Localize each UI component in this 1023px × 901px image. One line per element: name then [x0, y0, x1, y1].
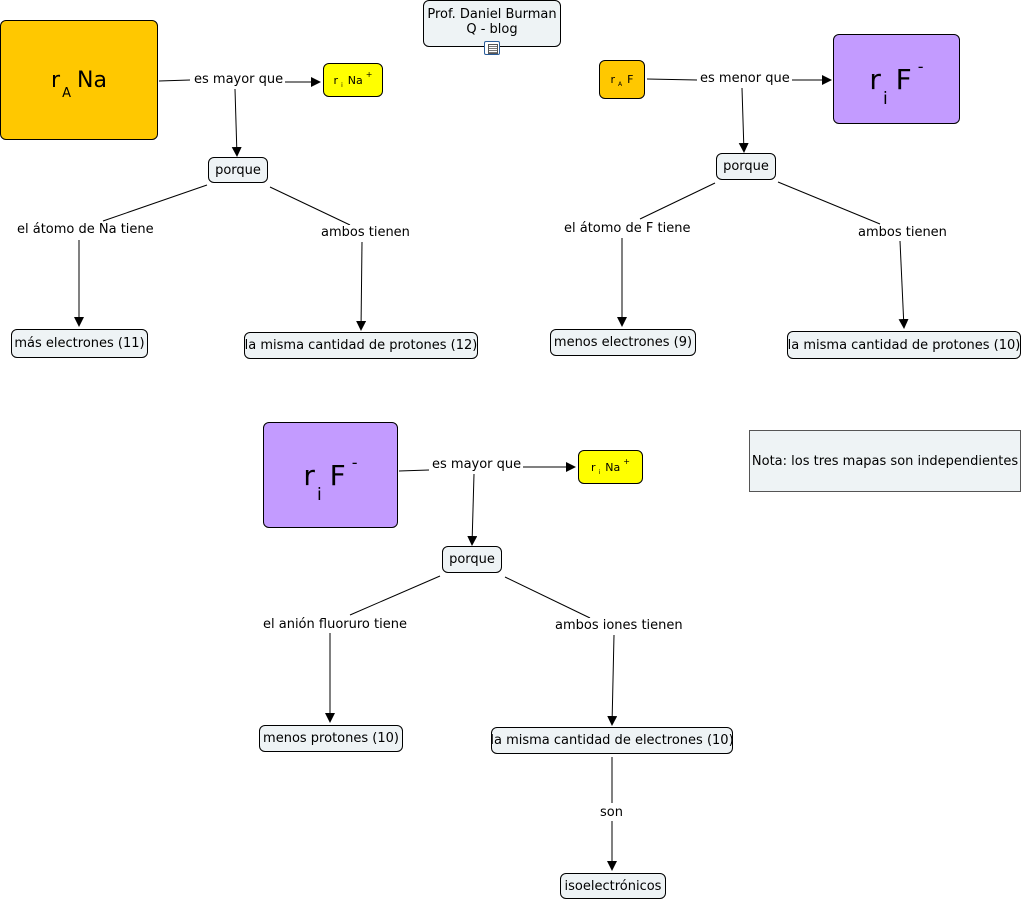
line-m1-porque-right	[269, 186, 351, 226]
leaf-text: la misma cantidad de protones (10)	[787, 337, 1021, 353]
node-misma-protones-12[interactable]: la misma cantidad de protones (12)	[244, 332, 478, 359]
node-porque-2[interactable]: porque	[716, 153, 776, 180]
line-m3-porque-right	[504, 576, 591, 619]
arrow-m1-to-porque	[231, 88, 242, 157]
leaf-text: más electrones (11)	[14, 336, 145, 351]
link-label-compare-2: es menor que	[698, 71, 792, 87]
author-name: Prof. Daniel Burman	[427, 6, 557, 22]
superscript: -	[917, 56, 924, 76]
line-m1-big-to-label	[158, 79, 191, 82]
arrow-m2-right-leaf	[898, 240, 909, 329]
line-m3-porque-left	[349, 575, 441, 616]
node-menos-electrones[interactable]: menos electrones (9)	[550, 329, 696, 356]
symbol-r: r	[869, 62, 881, 96]
element-symbol: F	[895, 62, 912, 96]
node-porque-3[interactable]: porque	[442, 546, 502, 573]
node-mas-electrones[interactable]: más electrones (11)	[11, 329, 148, 358]
subscript: A	[62, 85, 71, 101]
line-m1-porque-left	[102, 184, 208, 222]
node-isoelectronicos[interactable]: isoelectrónicos	[560, 873, 666, 899]
leaf-text: la misma cantidad de protones (12)	[244, 338, 478, 353]
arrow-m2-to-porque	[738, 87, 749, 153]
subscript: i	[316, 484, 322, 505]
line-m2-small-to-label	[646, 78, 698, 81]
subscript: i	[598, 468, 601, 476]
superscript: +	[365, 69, 373, 79]
link-label-compare-1: es mayor que	[192, 72, 286, 88]
subscript: A	[618, 81, 623, 88]
porque-label: porque	[723, 159, 769, 174]
leaf-text: la misma cantidad de electrones (10)	[490, 733, 734, 748]
leaf-text: menos protones (10)	[263, 731, 399, 746]
link-label-right-2: ambos tienen	[856, 225, 949, 241]
node-porque-1[interactable]: porque	[208, 157, 268, 183]
link-label-son: son	[598, 805, 625, 821]
link-label-right-1: ambos tienen	[319, 225, 412, 241]
arrow-m3-right-leaf	[607, 634, 618, 726]
line-m2-porque-left	[639, 182, 716, 220]
link-label-left-3: el anión fluoruro tiene	[261, 617, 409, 633]
symbol-r: r	[591, 460, 596, 474]
subscript: i	[882, 88, 888, 109]
blog-name: Q - blog	[466, 21, 518, 37]
link-label-left-2: el átomo de F tiene	[562, 221, 693, 237]
arrow-m3-to-porque	[467, 473, 478, 546]
link-label-right-3: ambos iones tienen	[553, 618, 685, 634]
node-menos-protones[interactable]: menos protones (10)	[259, 725, 403, 752]
node-ionic-radius-f-2[interactable]: riF-	[263, 422, 398, 528]
element-symbol: F	[329, 458, 346, 492]
arrow-m1-right-leaf	[356, 241, 367, 331]
symbol-r: r	[610, 73, 616, 86]
link-label-left-1: el átomo de Na tiene	[15, 222, 156, 238]
leaf-text: menos electrones (9)	[553, 335, 693, 350]
subscript: i	[341, 81, 343, 89]
note-box[interactable]: Nota: los tres mapas son independientes	[749, 430, 1021, 492]
node-ionic-radius-f-1[interactable]: riF-	[833, 34, 960, 124]
node-misma-electrones[interactable]: la misma cantidad de electrones (10)	[490, 727, 734, 754]
symbol-r: r	[333, 73, 339, 87]
symbol-r: r	[51, 67, 61, 93]
superscript: +	[623, 456, 630, 466]
porque-label: porque	[449, 552, 495, 567]
link-label-compare-3: es mayor que	[430, 457, 524, 473]
node-atomic-radius-na[interactable]: rA Na	[0, 20, 158, 140]
element-symbol: Na	[605, 460, 621, 474]
line-m2-porque-right	[777, 181, 881, 225]
element-symbol: F	[627, 73, 634, 86]
line-m3-big-to-label	[398, 469, 430, 472]
superscript: -	[351, 452, 358, 472]
symbol-r: r	[303, 458, 315, 492]
node-misma-protones-10[interactable]: la misma cantidad de protones (10)	[787, 331, 1021, 359]
element-symbol: Na	[347, 73, 363, 87]
leaf-text: isoelectrónicos	[564, 878, 662, 894]
document-icon[interactable]	[484, 41, 500, 55]
element-symbol: Na	[77, 67, 107, 93]
porque-label: porque	[215, 162, 261, 178]
note-text: Nota: los tres mapas son independientes	[751, 453, 1019, 469]
author-node[interactable]: Prof. Daniel Burman Q - blog	[423, 0, 561, 47]
